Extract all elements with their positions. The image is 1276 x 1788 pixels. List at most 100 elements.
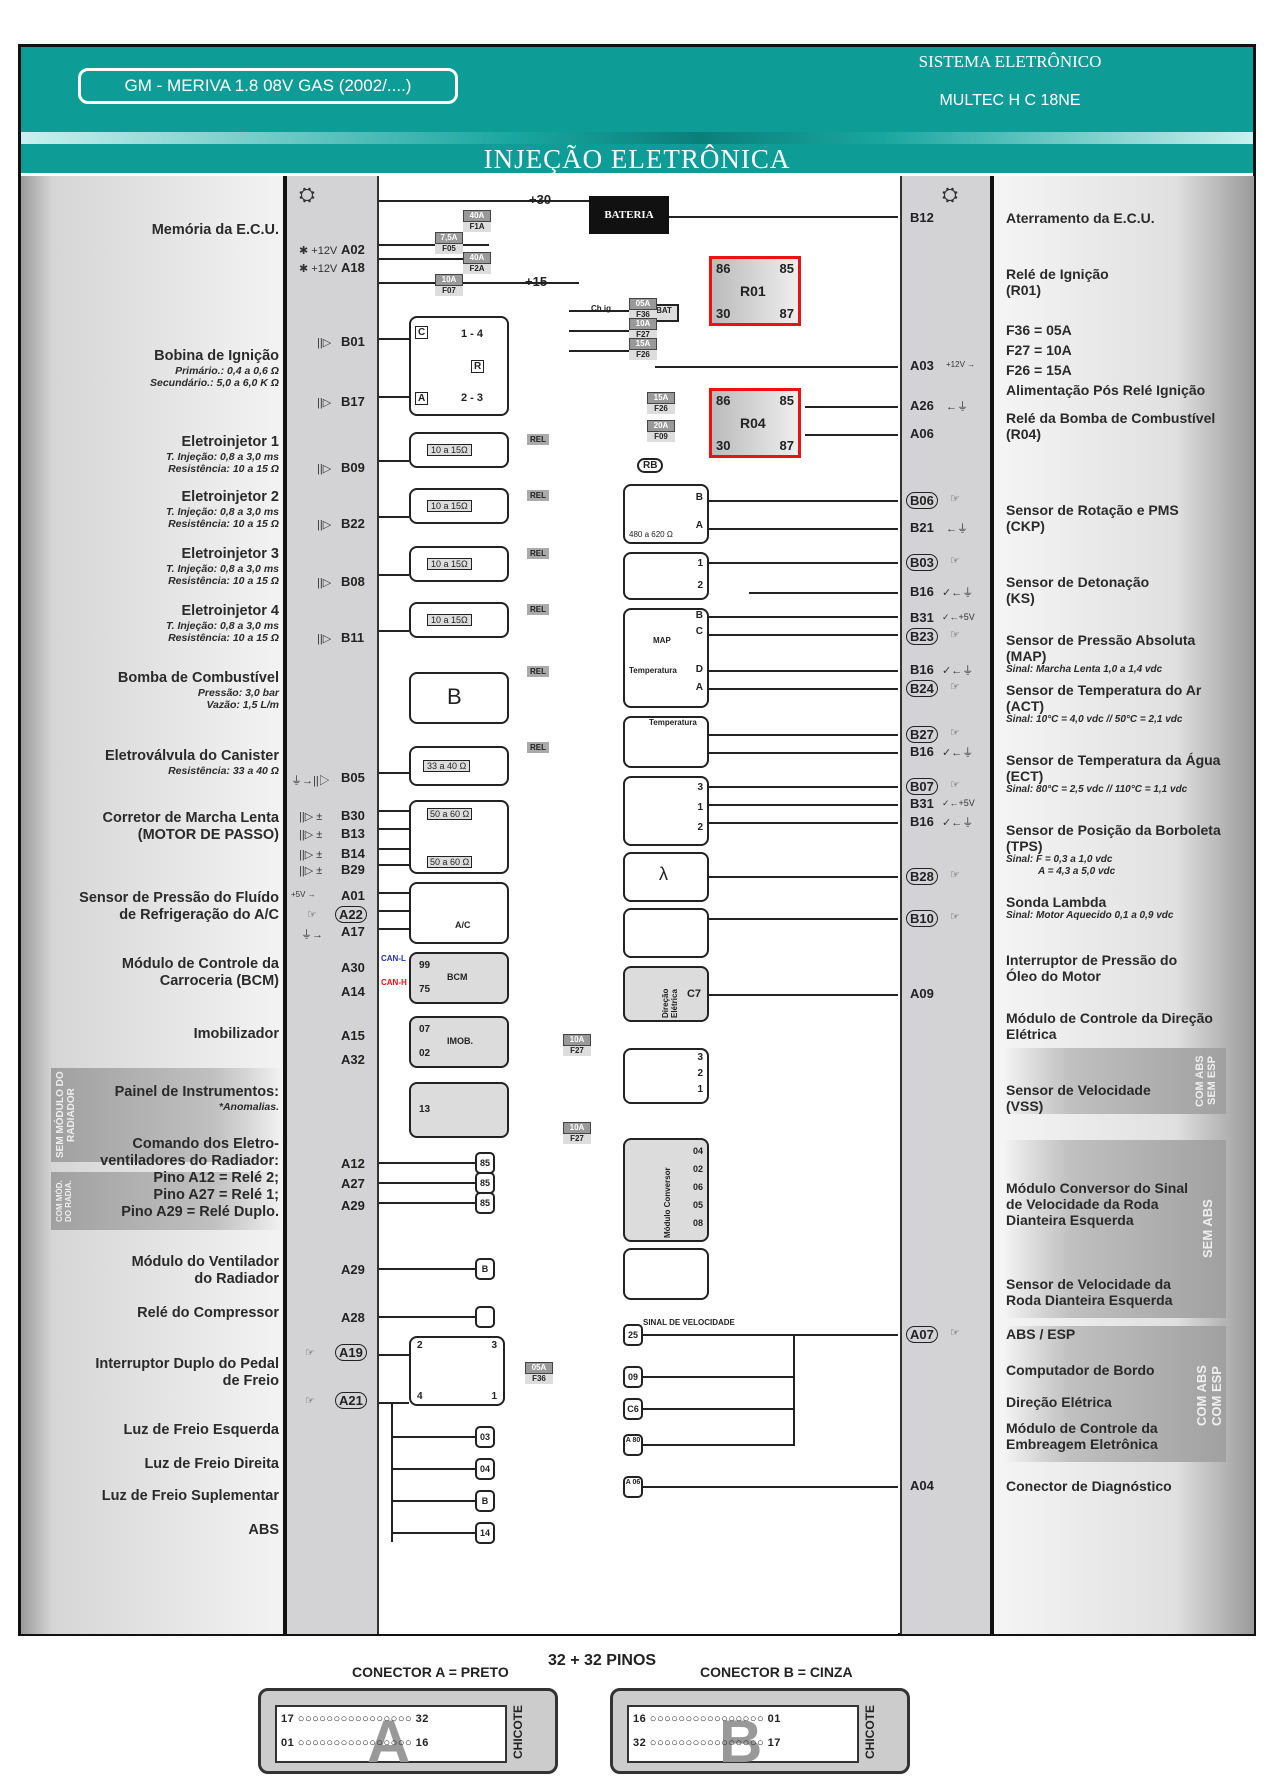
steering-tag: C6: [623, 1398, 643, 1420]
pin-B16b[interactable]: B16: [910, 662, 934, 677]
wire-MR-AM: [379, 1202, 475, 1204]
rel-fuse: REL: [527, 548, 549, 559]
pin-A07[interactable]: A07: [906, 1326, 938, 1343]
label-canister: Eletroválvula do Canister Resistência: 3…: [104, 748, 279, 777]
wire: [793, 1334, 795, 1446]
wire: [379, 258, 489, 260]
pulse-pm-icon: ||▷ ±: [299, 849, 323, 861]
pin-A19[interactable]: A19: [335, 1344, 367, 1361]
ecu-icon: ⛭: [942, 184, 958, 206]
pin-A30[interactable]: A30: [341, 960, 365, 975]
pin-B09[interactable]: B09: [341, 460, 365, 475]
wire-MR-BR: [379, 910, 409, 912]
wire-VM-BR: [805, 434, 898, 436]
pin-A15[interactable]: A15: [341, 1028, 365, 1043]
pin-B23[interactable]: B23: [906, 628, 938, 645]
power-steering-module: Direção Elétrica C7: [623, 966, 709, 1022]
pin-A22[interactable]: A22: [335, 906, 367, 923]
pin-A26[interactable]: A26: [910, 398, 934, 413]
pin-A03[interactable]: A03: [910, 358, 934, 373]
label-f36: F36 = 05A: [1006, 322, 1072, 338]
pin-B16[interactable]: B16: [910, 584, 934, 599]
pin-B11[interactable]: B11: [341, 630, 365, 645]
pulse-icon: ||▷: [317, 519, 332, 531]
page-title: INJEÇÃO ELETRÔNICA: [483, 144, 791, 174]
injector-1: 10 a 15Ω: [409, 432, 509, 468]
pin-A29[interactable]: A29: [341, 1198, 365, 1213]
left-component-panel: SEM MÓDULO DO RADIADOR COM MÓD. DO RADIA…: [21, 176, 287, 1634]
pin-A28[interactable]: A28: [341, 1310, 365, 1325]
pulse-pm-icon: ||▷ ±: [299, 829, 323, 841]
label-direcao-eletrica: Direção Elétrica: [1006, 1394, 1112, 1410]
pin-A06[interactable]: A06: [910, 426, 934, 441]
label-eletroinjetor-4: Eletroinjetor 4 T. Injeção: 0,8 a 3,0 ms…: [165, 603, 279, 644]
pin-B05[interactable]: B05: [341, 770, 365, 785]
pin-B13[interactable]: B13: [341, 826, 365, 841]
pin-A29-module[interactable]: A29: [341, 1262, 365, 1277]
pin-A18[interactable]: A18: [341, 260, 365, 275]
brake-light-left-tag: 03: [475, 1426, 495, 1448]
wire-VD-BR: [379, 810, 409, 812]
pin-B07[interactable]: B07: [906, 778, 938, 795]
wire: [569, 310, 629, 312]
pin-B08[interactable]: B08: [341, 574, 365, 589]
label-memoria-ecu: Memória da E.C.U.: [151, 222, 279, 238]
pin-A27[interactable]: A27: [341, 1176, 365, 1191]
pin-B24[interactable]: B24: [906, 680, 938, 697]
wire-AZ-VD: [379, 864, 409, 866]
can-l-label: CAN-L: [381, 954, 406, 963]
pin-B14[interactable]: B14: [341, 846, 365, 861]
wire-VD: [379, 828, 409, 830]
pin-A21[interactable]: A21: [335, 1392, 367, 1409]
signal-hand-icon: ☞: [950, 779, 960, 791]
pin-B12[interactable]: B12: [910, 210, 934, 225]
pin-B30[interactable]: B30: [341, 808, 365, 823]
pin-B10[interactable]: B10: [906, 910, 938, 927]
wire-MR-AZ: [709, 634, 898, 636]
pin-B03[interactable]: B03: [906, 554, 938, 571]
rel-fuse: REL: [527, 604, 549, 615]
pin-B01[interactable]: B01: [341, 334, 365, 349]
label-pedal-freio: Interruptor Duplo do Pedal de Freio: [95, 1356, 279, 1389]
wire-MR: [709, 822, 898, 824]
label-vss: Sensor de Velocidade(VSS): [1006, 1082, 1151, 1114]
pin-B31[interactable]: B31: [910, 610, 934, 625]
wire-VD: [709, 994, 898, 996]
pin-B06[interactable]: B06: [906, 492, 938, 509]
pin-B22[interactable]: B22: [341, 516, 365, 531]
pin-B16c[interactable]: B16: [910, 744, 934, 759]
ckp-sensor: 480 a 620 Ω B A: [623, 484, 709, 544]
signal-hand-icon: ☞: [950, 1327, 960, 1339]
pin-B27[interactable]: B27: [906, 726, 938, 743]
connector-b[interactable]: B 16 ○○○○○○○○○○○○○○○○ 01 32 ○○○○○○○○○○○○…: [610, 1688, 910, 1775]
ignition-switch-label: Ch ig: [591, 304, 611, 313]
signal-hand-icon: ☞: [950, 681, 960, 693]
pin-B29[interactable]: B29: [341, 862, 365, 877]
pin-A01[interactable]: A01: [341, 888, 365, 903]
pin-B28[interactable]: B28: [906, 868, 938, 885]
pin-A32[interactable]: A32: [341, 1052, 365, 1067]
label-abs-esp: ABS / ESP: [1006, 1326, 1076, 1342]
pin-A17[interactable]: A17: [341, 924, 365, 939]
connector-a[interactable]: A 17 ○○○○○○○○○○○○○○○○ 32 01 ○○○○○○○○○○○○…: [258, 1688, 558, 1775]
immobilizer-module: 07 02 IMOB.: [409, 1016, 509, 1068]
pin-B17[interactable]: B17: [341, 394, 365, 409]
pin-B31b[interactable]: B31: [910, 796, 934, 811]
pin-A09[interactable]: A09: [910, 986, 934, 1001]
pin-B21[interactable]: B21: [910, 520, 934, 535]
wire-AM: [643, 1486, 898, 1488]
map-act-sensor: MAP Temperatura B C D A: [623, 608, 709, 708]
ignition-coil: C A R 1 - 4 2 - 3: [409, 316, 509, 416]
pin-A12[interactable]: A12: [341, 1156, 365, 1171]
pin-A02[interactable]: A02: [341, 242, 365, 257]
pin-A04[interactable]: A04: [910, 1478, 934, 1493]
pin-A14[interactable]: A14: [341, 984, 365, 999]
header-band: [21, 132, 1253, 144]
pin-B16d[interactable]: B16: [910, 814, 934, 829]
